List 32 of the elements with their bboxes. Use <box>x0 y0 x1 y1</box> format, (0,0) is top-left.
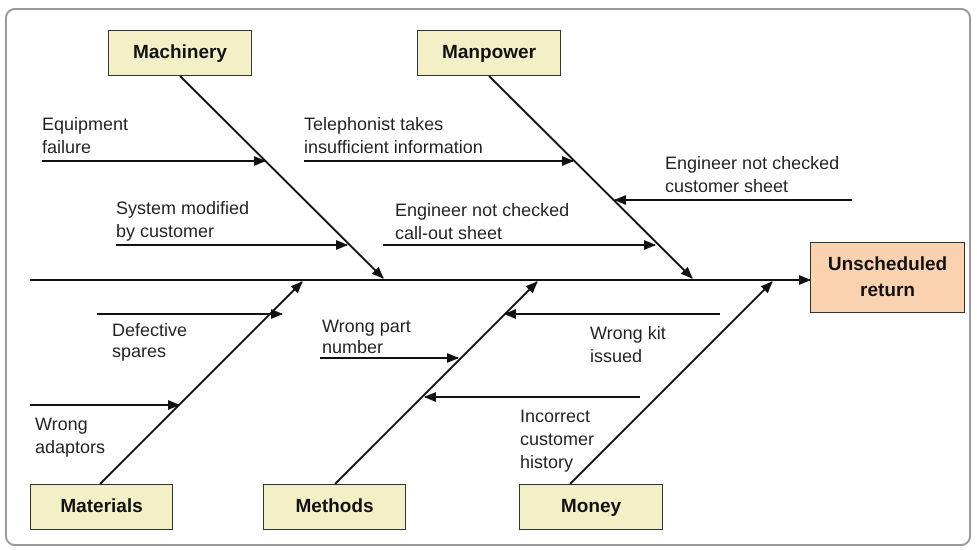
cause-label: Telephonist takes insufficient information <box>304 113 526 159</box>
arrow <box>383 240 656 250</box>
spine-arrow <box>30 275 811 285</box>
effect-box: Unscheduled return <box>810 242 965 313</box>
arrow <box>334 281 538 485</box>
category-box: Materials <box>30 484 173 530</box>
arrow <box>304 156 574 166</box>
arrow <box>320 353 459 363</box>
category-box: Money <box>519 484 663 530</box>
cause-label: Equipment failure <box>42 113 167 159</box>
arrow <box>99 281 303 485</box>
cause-label: Wrong kit issued <box>590 314 720 368</box>
cause-label: Engineer not checked customer sheet <box>665 152 852 198</box>
category-box: Methods <box>263 484 406 530</box>
arrow <box>569 281 773 485</box>
cause-label: Defective spares <box>97 314 212 362</box>
cause-label: Incorrect customer history <box>520 397 640 474</box>
cause-label: Engineer not checked call-out sheet <box>383 199 590 245</box>
cause-label: Wrong part number <box>320 316 442 358</box>
arrow <box>179 75 384 279</box>
category-box: Machinery <box>108 30 252 76</box>
arrow <box>504 309 720 319</box>
arrow <box>116 240 348 250</box>
arrow <box>424 392 640 402</box>
arrow <box>42 156 266 166</box>
arrow <box>488 75 693 279</box>
arrow <box>97 309 283 319</box>
arrow <box>614 195 852 205</box>
category-box: Manpower <box>417 30 561 76</box>
cause-label: Wrong adaptors <box>30 405 135 459</box>
cause-label: System modified by customer <box>116 197 261 243</box>
arrow <box>30 400 180 410</box>
